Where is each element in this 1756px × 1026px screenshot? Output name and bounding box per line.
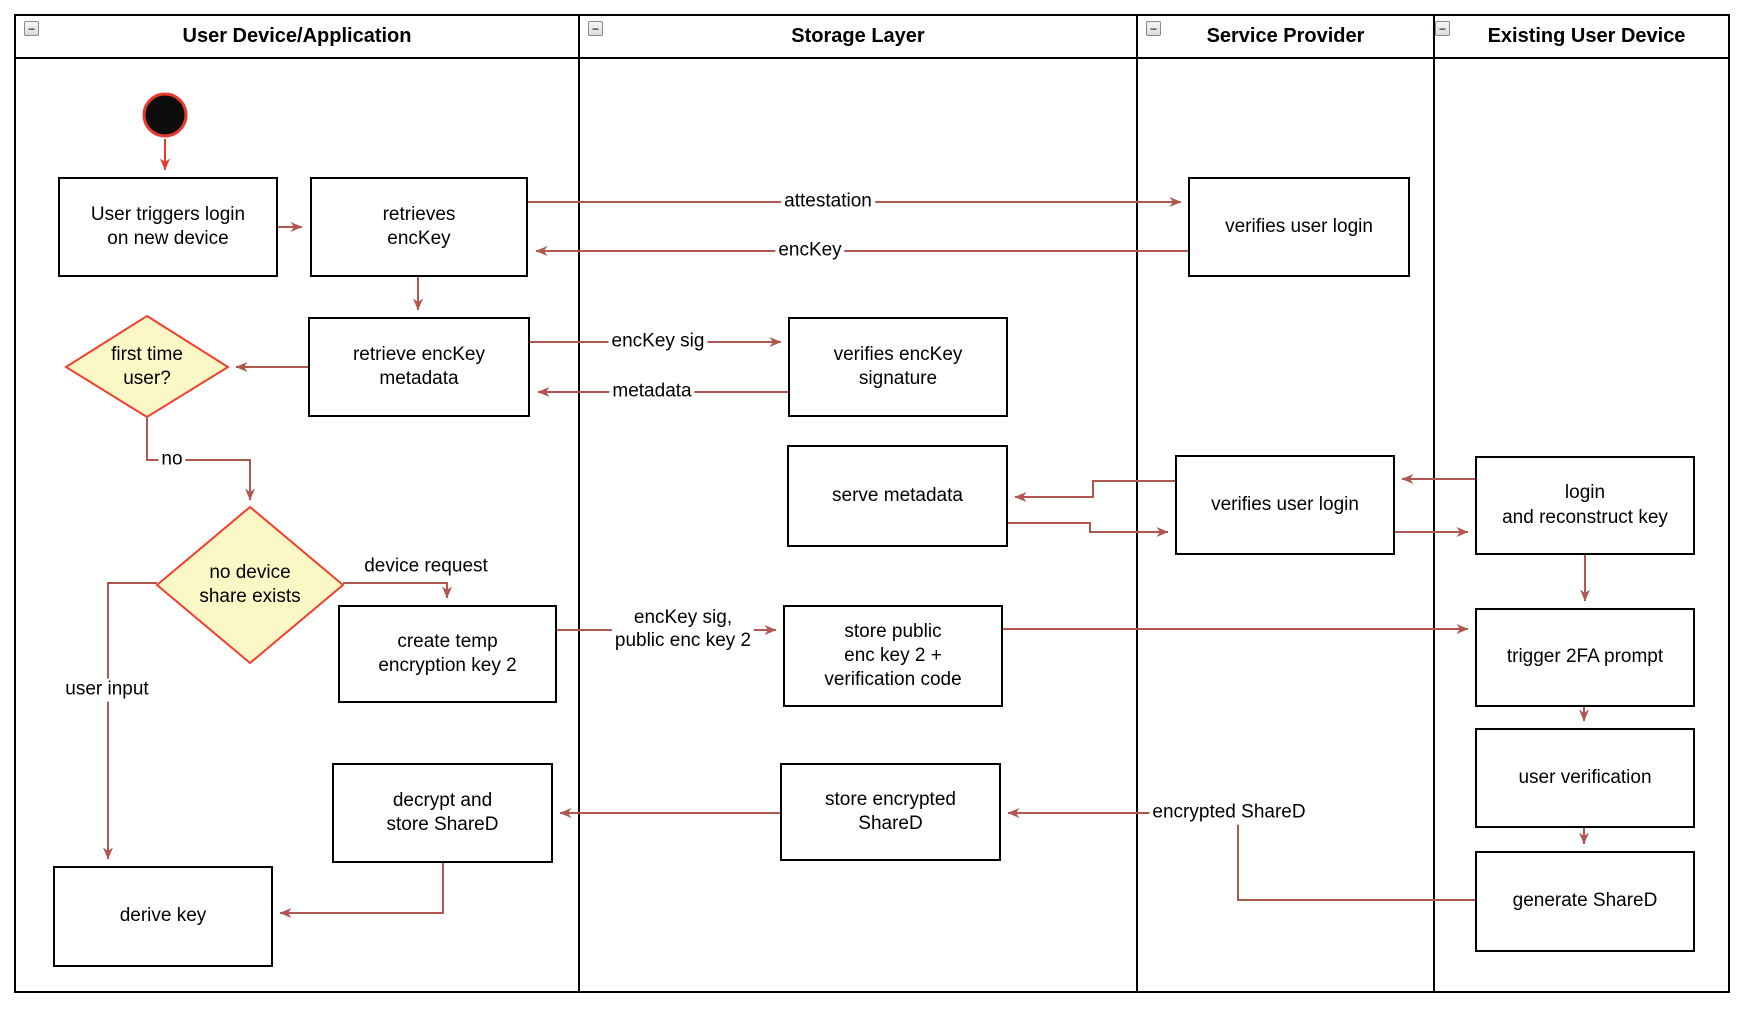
edge-label-enckey-sig: encKey sig <box>608 330 708 354</box>
node-serve-metadata[interactable]: serve metadata <box>787 445 1008 547</box>
edge-label-no: no <box>158 448 186 472</box>
node-store-encrypted-shared[interactable]: store encrypted ShareD <box>780 763 1001 861</box>
lane-title: Storage Layer <box>791 25 925 47</box>
edge-label-metadata: metadata <box>609 380 695 404</box>
collapse-icon[interactable]: − <box>1435 21 1450 36</box>
node-generate-shared[interactable]: generate ShareD <box>1475 851 1695 952</box>
lane-divider-3 <box>1433 14 1435 993</box>
node-user-verification[interactable]: user verification <box>1475 728 1695 828</box>
decision-label-first-time-user: first time user? <box>111 343 183 389</box>
edge-label-enckey-sig-public: encKey sig, public enc key 2 <box>611 607 755 653</box>
lane-divider-1 <box>578 14 580 993</box>
node-derive-key[interactable]: derive key <box>53 866 273 967</box>
lane-header-storage-layer[interactable]: Storage Layer <box>580 16 1136 57</box>
decision-label-no-device-share: no device share exists <box>199 561 301 607</box>
node-trigger-2fa-prompt[interactable]: trigger 2FA prompt <box>1475 608 1695 707</box>
node-verifies-user-login-1[interactable]: verifies user login <box>1188 177 1410 277</box>
node-verifies-enckey-signature[interactable]: verifies encKey signature <box>788 317 1008 417</box>
node-verifies-user-login-2[interactable]: verifies user login <box>1175 455 1395 555</box>
node-create-temp-key[interactable]: create temp encryption key 2 <box>338 605 557 703</box>
collapse-icon[interactable]: − <box>24 21 39 36</box>
node-login-reconstruct-key[interactable]: login and reconstruct key <box>1475 456 1695 555</box>
lane-divider-2 <box>1136 14 1138 993</box>
node-decrypt-store-shared[interactable]: decrypt and store ShareD <box>332 763 553 863</box>
edge-label-enckey: encKey <box>775 239 845 263</box>
node-retrieves-enckey[interactable]: retrieves encKey <box>310 177 528 277</box>
lane-title: Service Provider <box>1206 25 1365 47</box>
edge-label-encrypted-shared: encrypted ShareD <box>1149 801 1309 825</box>
lane-header-divider <box>14 57 1730 59</box>
lane-header-existing-user-device[interactable]: Existing User Device <box>1443 16 1730 57</box>
node-retrieve-enckey-metadata[interactable]: retrieve encKey metadata <box>308 317 530 417</box>
edge-label-attestation: attestation <box>781 190 875 214</box>
edge-label-user-input: user input <box>62 678 152 702</box>
node-store-public-enc-key[interactable]: store public enc key 2 + verification co… <box>783 605 1003 707</box>
lane-title: User Device/Application <box>182 25 412 47</box>
collapse-icon[interactable]: − <box>588 21 603 36</box>
lane-header-user-device[interactable]: User Device/Application <box>16 16 578 57</box>
lane-header-service-provider[interactable]: Service Provider <box>1138 16 1433 57</box>
collapse-icon[interactable]: − <box>1146 21 1161 36</box>
edge-label-device-request: device request <box>364 555 488 577</box>
lane-title: Existing User Device <box>1487 25 1686 47</box>
node-user-triggers-login[interactable]: User triggers login on new device <box>58 177 278 277</box>
